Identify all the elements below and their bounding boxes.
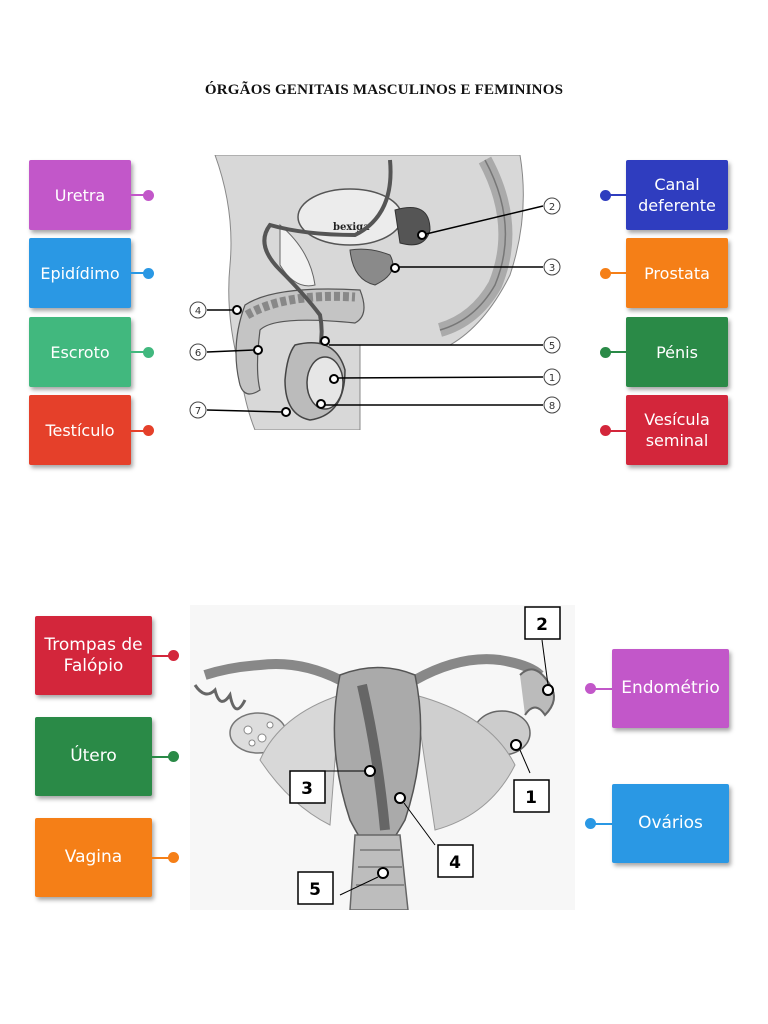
label-card-vesicula-seminal[interactable]: Vesícula seminal — [626, 395, 728, 465]
male-number-7: 7 — [195, 406, 201, 417]
drag-dot-prostata[interactable] — [600, 268, 611, 279]
male-number-2: 2 — [549, 202, 555, 213]
label-card-trompas-de-falopio[interactable]: Trompas de Falópio — [35, 616, 152, 695]
female-number-5: 5 — [309, 880, 321, 900]
drag-dot-trompas-de-falopio[interactable] — [168, 650, 179, 661]
drag-dot-ovarios[interactable] — [585, 818, 596, 829]
page-title: ÓRGÃOS GENITAIS MASCULINOS E FEMININOS — [204, 82, 564, 98]
drag-dot-uretra[interactable] — [143, 190, 154, 201]
male-number-1: 1 — [549, 373, 555, 384]
label-card-vagina[interactable]: Vagina — [35, 818, 152, 897]
male-number-4: 4 — [195, 306, 201, 317]
male-number-5: 5 — [549, 341, 555, 352]
label-card-prostata[interactable]: Prostata — [626, 238, 728, 308]
label-card-utero[interactable]: Útero — [35, 717, 152, 796]
drag-dot-epididimo[interactable] — [143, 268, 154, 279]
male-number-6: 6 — [195, 348, 201, 359]
label-card-canal-deferente[interactable]: Canal deferente — [626, 160, 728, 230]
drag-dot-endometrio[interactable] — [585, 683, 596, 694]
drag-dot-utero[interactable] — [168, 751, 179, 762]
female-number-4: 4 — [449, 853, 461, 873]
male-anatomy-figure: bexiga — [189, 155, 561, 430]
label-card-ovarios[interactable]: Ovários — [612, 784, 729, 863]
drag-dot-canal-deferente[interactable] — [600, 190, 611, 201]
female-number-3: 3 — [301, 779, 313, 799]
label-card-testiculo[interactable]: Testículo — [29, 395, 131, 465]
drag-dot-vesicula-seminal[interactable] — [600, 425, 611, 436]
drag-dot-penis[interactable] — [600, 347, 611, 358]
female-anatomy-figure: 1 2 3 4 5 — [190, 605, 575, 910]
female-number-1: 1 — [525, 788, 537, 808]
male-number-3: 3 — [549, 263, 555, 274]
label-card-endometrio[interactable]: Endométrio — [612, 649, 729, 728]
label-card-uretra[interactable]: Uretra — [29, 160, 131, 230]
male-number-8: 8 — [549, 401, 555, 412]
label-card-escroto[interactable]: Escroto — [29, 317, 131, 387]
drag-dot-escroto[interactable] — [143, 347, 154, 358]
female-number-2: 2 — [536, 615, 548, 635]
drag-dot-vagina[interactable] — [168, 852, 179, 863]
drag-dot-testiculo[interactable] — [143, 425, 154, 436]
bladder-label: bexiga — [333, 222, 370, 233]
label-card-epididimo[interactable]: Epidídimo — [29, 238, 131, 308]
label-card-penis[interactable]: Pénis — [626, 317, 728, 387]
